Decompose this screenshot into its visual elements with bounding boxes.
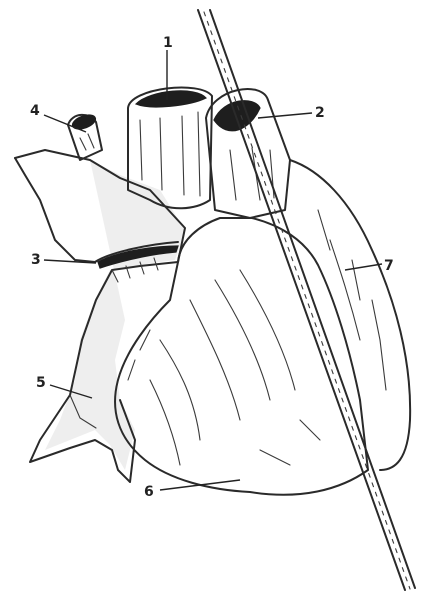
label-6: 6: [144, 484, 154, 500]
label-4: 4: [30, 103, 40, 119]
small-vessel-4: [68, 112, 102, 160]
label-3: 3: [31, 252, 41, 268]
label-1: 1: [163, 35, 173, 51]
label-5: 5: [36, 375, 46, 391]
catheter-rod: [198, 10, 415, 590]
label-2: 2: [315, 105, 325, 121]
right-chamber: [290, 160, 410, 470]
label-7: 7: [384, 258, 394, 274]
left-vessel-region: [15, 150, 185, 482]
